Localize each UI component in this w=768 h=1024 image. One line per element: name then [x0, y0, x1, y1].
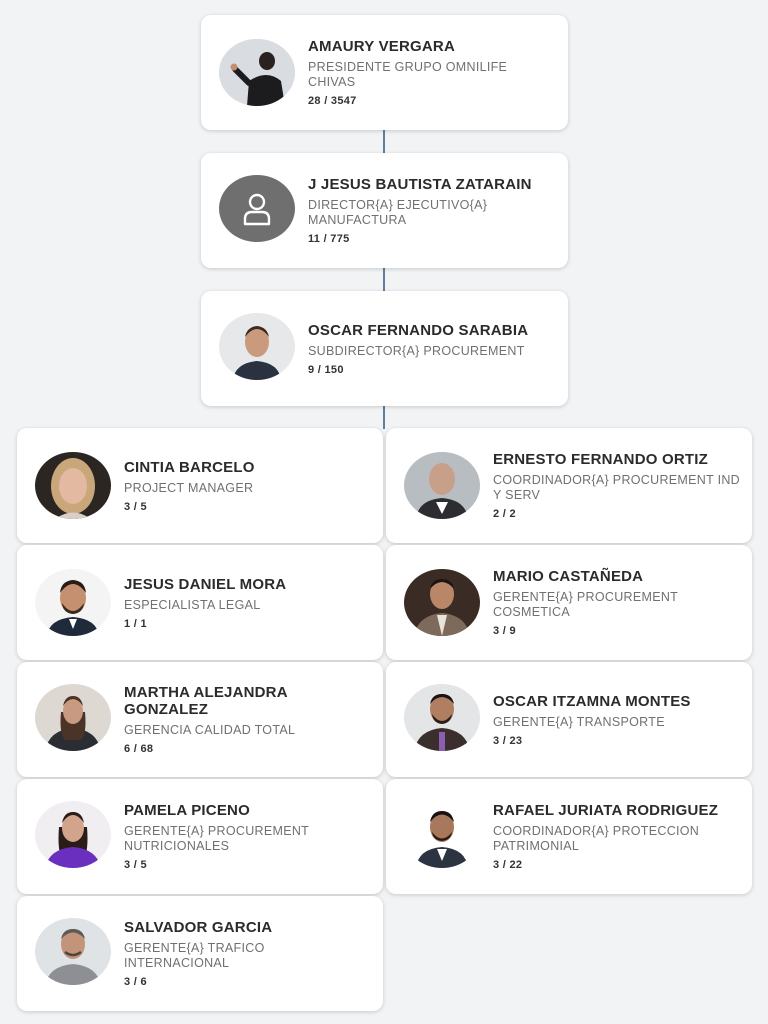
- avatar: [404, 684, 480, 751]
- card-info: CINTIA BARCELO PROJECT MANAGER 3 / 5: [124, 459, 371, 513]
- card-info: JESUS DANIEL MORA ESPECIALISTA LEGAL 1 /…: [124, 576, 371, 630]
- employee-role: GERENTE{A} TRAFICO INTERNACIONAL: [124, 941, 265, 970]
- team-count: 1 / 1: [124, 617, 147, 630]
- avatar: [404, 452, 480, 519]
- employee-card-report-1[interactable]: ERNESTO FERNANDO ORTIZ COORDINADOR{A} PR…: [386, 428, 752, 543]
- employee-role: PROJECT MANAGER: [124, 480, 254, 495]
- employee-name: OSCAR ITZAMNA MONTES: [493, 692, 691, 710]
- employee-name: SALVADOR GARCIA: [124, 919, 273, 936]
- employee-name: OSCAR FERNANDO SARABIA: [308, 321, 529, 339]
- card-info: RAFAEL JURIATA RODRIGUEZ COORDINADOR{A} …: [493, 802, 740, 871]
- card-info: OSCAR ITZAMNA MONTES GERENTE{A} TRANSPOR…: [493, 693, 740, 747]
- team-count: 2 / 2: [493, 508, 516, 520]
- employee-role: COORDINADOR{A} PROCUREMENT IND Y SERV: [493, 473, 740, 502]
- team-count: 9 / 150: [308, 363, 344, 376]
- card-info: SALVADOR GARCIA GERENTE{A} TRAFICO INTER…: [124, 919, 371, 988]
- employee-role: GERENTE{A} TRANSPORTE: [493, 714, 665, 729]
- team-count: 3 / 5: [124, 859, 147, 871]
- employee-role: COORDINADOR{A} PROTECCION PATRIMONIAL: [493, 824, 700, 853]
- team-count: 3 / 22: [493, 859, 523, 871]
- card-info: MARIO CASTAÑEDA GERENTE{A} PROCUREMENT C…: [493, 568, 740, 637]
- avatar: [404, 801, 480, 868]
- employee-card-report-4[interactable]: MARTHA ALEJANDRA GONZALEZ GERENCIA CALID…: [17, 662, 383, 777]
- person-icon: [243, 193, 271, 225]
- employee-card-report-5[interactable]: OSCAR ITZAMNA MONTES GERENTE{A} TRANSPOR…: [386, 662, 752, 777]
- card-info: PAMELA PICENO GERENTE{A} PROCUREMENT NUT…: [124, 802, 371, 871]
- employee-name: JESUS DANIEL MORA: [124, 575, 287, 593]
- employee-card-report-0[interactable]: CINTIA BARCELO PROJECT MANAGER 3 / 5: [17, 428, 383, 543]
- card-info: AMAURY VERGARA PRESIDENTE GRUPO OMNILIFE…: [308, 38, 556, 107]
- team-count: 3 / 6: [124, 976, 147, 988]
- employee-card-report-2[interactable]: JESUS DANIEL MORA ESPECIALISTA LEGAL 1 /…: [17, 545, 383, 660]
- employee-name: RAFAEL JURIATA RODRIGUEZ: [493, 802, 719, 819]
- team-count: 3 / 23: [493, 734, 523, 747]
- card-info: J JESUS BAUTISTA ZATARAIN DIRECTOR{A} EJ…: [308, 176, 556, 245]
- employee-name: AMAURY VERGARA: [308, 38, 455, 55]
- employee-role: PRESIDENTE GRUPO OMNILIFE CHIVAS: [308, 60, 508, 89]
- avatar: [35, 918, 111, 985]
- avatar: [35, 569, 111, 636]
- employee-name: CINTIA BARCELO: [124, 458, 255, 476]
- employee-name: MARTHA ALEJANDRA GONZALEZ: [124, 684, 288, 718]
- employee-role: SUBDIRECTOR{A} PROCUREMENT: [308, 343, 525, 358]
- employee-card-report-7[interactable]: RAFAEL JURIATA RODRIGUEZ COORDINADOR{A} …: [386, 779, 752, 894]
- team-count: 6 / 68: [124, 743, 154, 755]
- avatar: [219, 39, 295, 106]
- employee-role: GERENCIA CALIDAD TOTAL: [124, 723, 296, 737]
- employee-name: MARIO CASTAÑEDA: [493, 568, 644, 585]
- employee-card-report-3[interactable]: MARIO CASTAÑEDA GERENTE{A} PROCUREMENT C…: [386, 545, 752, 660]
- card-info: OSCAR FERNANDO SARABIA SUBDIRECTOR{A} PR…: [308, 322, 556, 376]
- employee-role: GERENTE{A} PROCUREMENT COSMETICA: [493, 590, 678, 619]
- team-count: 11 / 775: [308, 233, 350, 245]
- employee-card-chain-0[interactable]: AMAURY VERGARA PRESIDENTE GRUPO OMNILIFE…: [201, 15, 568, 130]
- connector-line: [383, 405, 385, 429]
- connector-line: [383, 267, 385, 291]
- employee-name: ERNESTO FERNANDO ORTIZ: [493, 451, 708, 468]
- avatar: [35, 684, 111, 751]
- employee-name: PAMELA PICENO: [124, 802, 250, 819]
- employee-role: DIRECTOR{A} EJECUTIVO{A} MANUFACTURA: [308, 198, 488, 227]
- employee-card-report-6[interactable]: PAMELA PICENO GERENTE{A} PROCUREMENT NUT…: [17, 779, 383, 894]
- avatar-placeholder: [219, 175, 295, 242]
- team-count: 28 / 3547: [308, 95, 357, 107]
- team-count: 3 / 5: [124, 500, 147, 513]
- avatar: [35, 452, 111, 519]
- employee-role: ESPECIALISTA LEGAL: [124, 597, 261, 612]
- employee-card-chain-2[interactable]: OSCAR FERNANDO SARABIA SUBDIRECTOR{A} PR…: [201, 291, 568, 406]
- avatar: [404, 569, 480, 636]
- employee-card-chain-1[interactable]: J JESUS BAUTISTA ZATARAIN DIRECTOR{A} EJ…: [201, 153, 568, 268]
- employee-name: J JESUS BAUTISTA ZATARAIN: [308, 176, 532, 193]
- card-info: MARTHA ALEJANDRA GONZALEZ GERENCIA CALID…: [124, 684, 371, 755]
- team-count: 3 / 9: [493, 625, 516, 637]
- avatar: [35, 801, 111, 868]
- employee-role: GERENTE{A} PROCUREMENT NUTRICIONALES: [124, 824, 309, 853]
- connector-line: [383, 129, 385, 153]
- employee-card-report-8[interactable]: SALVADOR GARCIA GERENTE{A} TRAFICO INTER…: [17, 896, 383, 1011]
- card-info: ERNESTO FERNANDO ORTIZ COORDINADOR{A} PR…: [493, 451, 740, 520]
- avatar: [219, 313, 295, 380]
